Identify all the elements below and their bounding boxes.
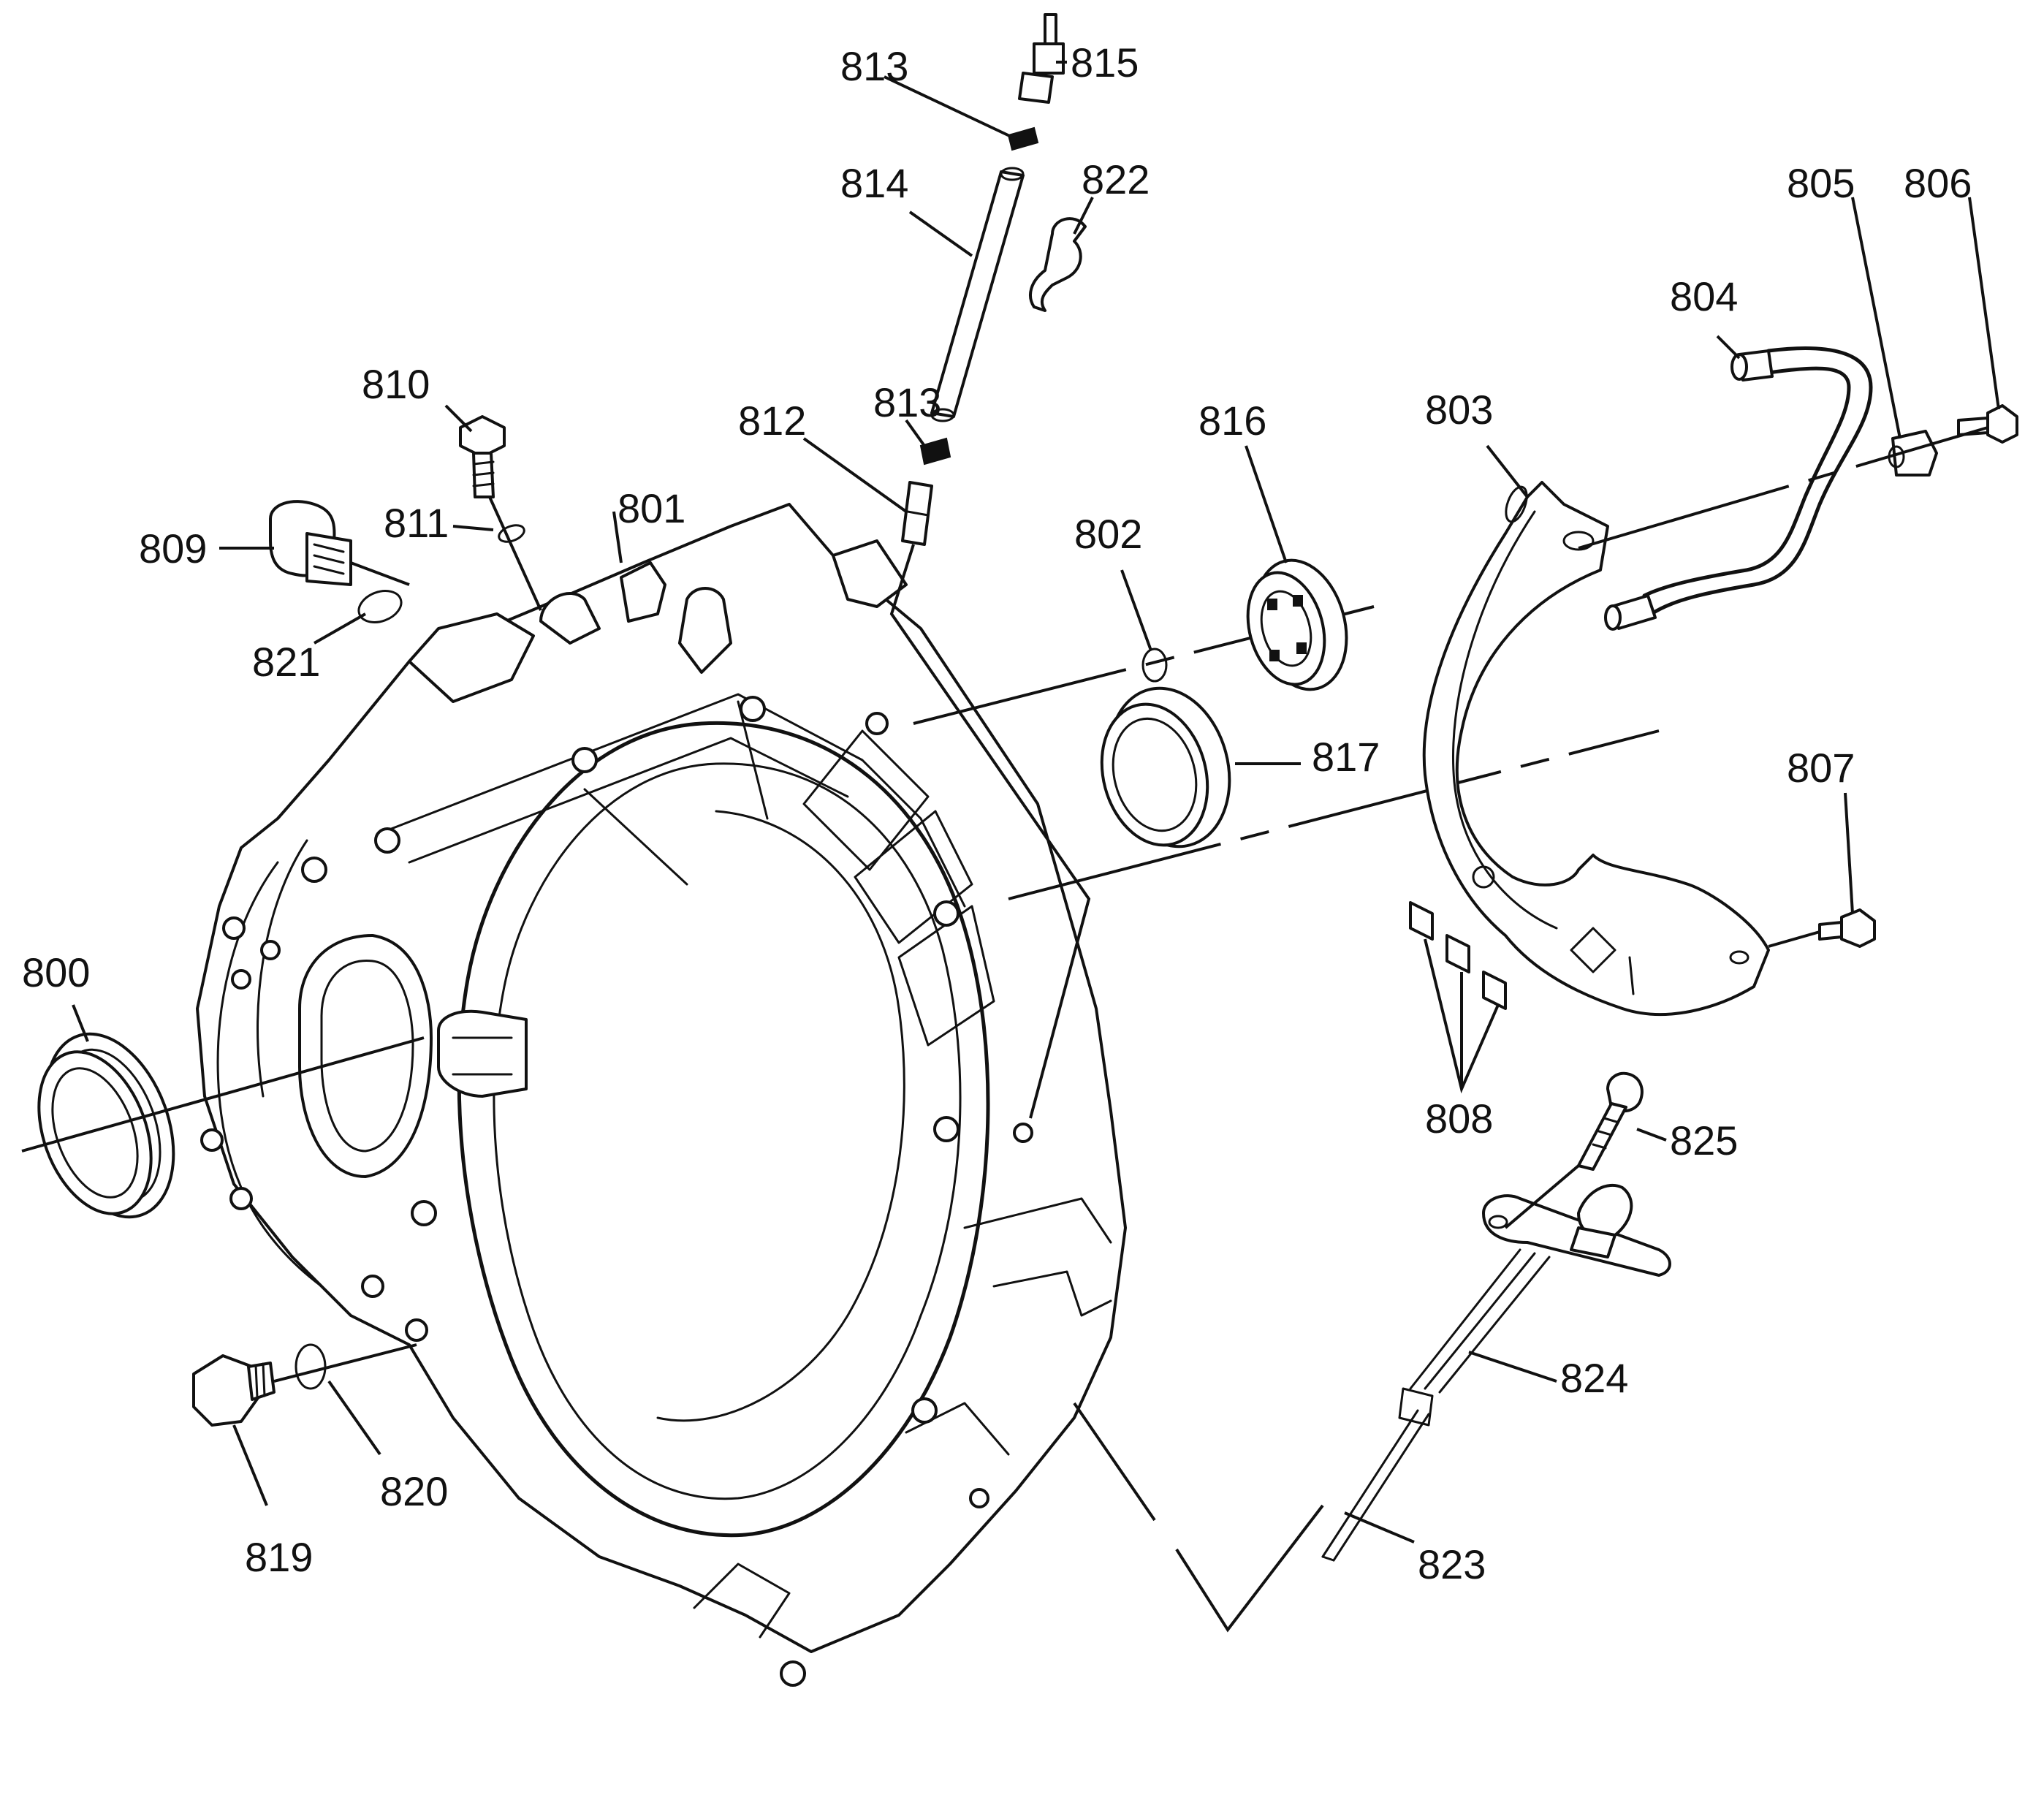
- dipstick-tube-824: [1398, 1183, 1671, 1427]
- housing-bolt-holes: [200, 696, 1033, 1687]
- callout-809: 809: [139, 525, 207, 572]
- callout-808: 808: [1425, 1096, 1493, 1142]
- callout-823: 823: [1418, 1541, 1486, 1587]
- callout-800: 800: [22, 949, 90, 995]
- callout-801: 801: [618, 485, 685, 531]
- drain-bolt-819: [192, 1354, 276, 1427]
- shaft-axis-lower: [1008, 729, 1660, 900]
- callout-labels: 800 801 802 803 804 805 806 807 808 809 …: [22, 39, 1972, 1587]
- callout-804: 804: [1670, 273, 1738, 319]
- callout-820: 820: [380, 1468, 448, 1514]
- bolt-807: [1818, 908, 1876, 948]
- callout-815: 815: [1071, 39, 1139, 86]
- seal-817: [1100, 686, 1231, 848]
- snap-ring-802: [1141, 648, 1168, 683]
- callout-807: 807: [1787, 745, 1855, 791]
- dipstick-path-line: [1073, 1402, 1324, 1633]
- pads-leader-lines: [1424, 938, 1500, 1094]
- callout-811: 811: [384, 500, 449, 546]
- callout-805: 805: [1787, 160, 1855, 206]
- callout-802: 802: [1074, 511, 1142, 557]
- callout-813-upper: 813: [840, 43, 908, 89]
- clamp-813-upper: [1007, 126, 1039, 151]
- o-ring-821: [357, 590, 403, 623]
- washer-820: [295, 1343, 327, 1390]
- bolt-810: [459, 415, 506, 498]
- callout-819: 819: [245, 1534, 313, 1580]
- heat-shield-pads-808: [1409, 901, 1507, 1010]
- transaxle-case-housing: [196, 503, 1127, 1687]
- fitting-812: [901, 481, 933, 546]
- bolt-825: [1577, 1071, 1644, 1171]
- callout-814: 814: [840, 160, 908, 206]
- callout-817: 817: [1312, 734, 1380, 780]
- callout-824: 824: [1560, 1355, 1628, 1401]
- o-ring-811: [498, 524, 525, 543]
- pipe-804: [1604, 346, 1873, 631]
- clip-822: [1029, 217, 1087, 312]
- tube-814: [930, 167, 1025, 422]
- callout-812: 812: [738, 398, 806, 444]
- dipstick-823: [1321, 1409, 1430, 1562]
- callout-803: 803: [1425, 387, 1493, 433]
- fitting-815: [1018, 13, 1065, 104]
- callout-825: 825: [1670, 1117, 1738, 1163]
- bolt-806: [1957, 404, 2018, 444]
- plug-809: [269, 500, 352, 586]
- callout-806: 806: [1904, 160, 1972, 206]
- callout-816: 816: [1198, 398, 1266, 444]
- callout-822: 822: [1082, 156, 1150, 202]
- clamp-813-lower: [919, 437, 951, 466]
- callout-810: 810: [362, 361, 430, 407]
- callout-leaders: [72, 61, 2000, 1544]
- tube-path-line: [889, 544, 1091, 1119]
- shield-803: [1422, 481, 1770, 1017]
- axle-centerline: [21, 1036, 425, 1153]
- bearing-816: [1246, 558, 1348, 691]
- bracket-805: [1888, 430, 1938, 477]
- bracket-axis: [1578, 426, 1988, 550]
- callout-813-lower: 813: [873, 379, 941, 425]
- callout-821: 821: [252, 639, 320, 685]
